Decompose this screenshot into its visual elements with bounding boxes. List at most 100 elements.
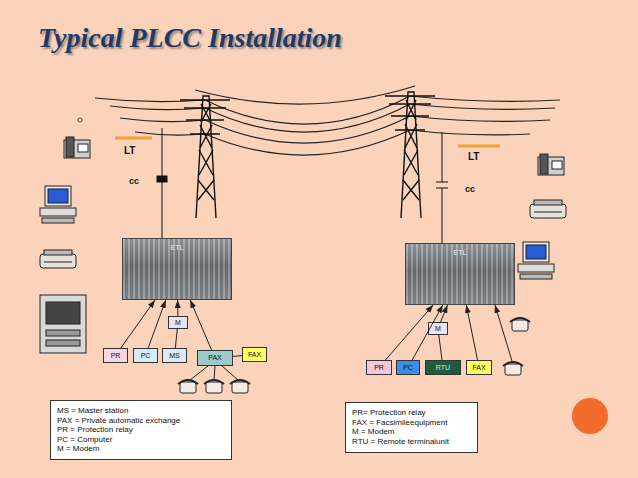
fax-icon-part	[540, 154, 548, 174]
device-box: PAX	[197, 350, 233, 366]
printer-icon-part	[40, 254, 76, 268]
telephone-wires-part	[214, 366, 215, 380]
coupling-capacitor-part	[442, 188, 443, 243]
device-box: PR	[103, 348, 128, 363]
printer-icon-part	[44, 250, 72, 255]
abbreviation-line: PC = Computer	[57, 435, 112, 445]
telephone-icon-part	[180, 382, 196, 393]
node-label: ETL	[454, 249, 467, 257]
computer-icon-part	[42, 218, 74, 223]
node-label: RTU	[436, 364, 450, 372]
modem-box: M	[428, 322, 448, 335]
server-icon-part	[46, 340, 80, 346]
server-icon-part	[46, 302, 80, 324]
etl-equipment: ETL	[122, 238, 232, 300]
transmission-conductors-part	[110, 104, 555, 132]
computer-icon-part	[523, 242, 549, 262]
node-label: PC	[403, 364, 413, 372]
device-box: PC	[396, 360, 420, 375]
telephone-icon-part	[230, 380, 250, 384]
printer-icon-part	[44, 262, 72, 263]
slide-title: Typical PLCC Installation	[38, 22, 342, 54]
abbreviation-line: PR= Protection relay	[352, 408, 426, 418]
transmission-tower	[385, 92, 435, 218]
node-label: M	[175, 319, 181, 327]
transmission-tower-part	[198, 104, 214, 200]
coupling-capacitor-part	[442, 132, 443, 182]
modem-box: M	[168, 316, 188, 329]
slide-decoration-part	[572, 398, 608, 434]
telephone-icon-part	[178, 380, 198, 384]
fax-icon-part	[552, 161, 562, 169]
fax-icon-part	[78, 144, 88, 152]
connector-line	[441, 305, 448, 322]
connector-line	[175, 329, 177, 348]
connector-line	[466, 305, 477, 360]
coupling-capacitor-part	[162, 128, 163, 238]
computer-icon-part	[526, 245, 546, 259]
transmission-tower-part	[196, 96, 216, 218]
transmission-tower-part	[401, 92, 421, 218]
coupling-capacitor-part	[157, 176, 167, 182]
node-label: FAX	[472, 364, 485, 372]
server-icon	[40, 295, 86, 353]
device-box: FAX	[466, 360, 492, 375]
equipment-label: cc	[465, 184, 475, 194]
abbreviation-line: MS = Master station	[57, 406, 128, 416]
telephone-icon-part	[505, 364, 521, 375]
telephone-wires	[190, 305, 512, 380]
abbreviation-line: PAX = Private automatic exchange	[57, 416, 180, 426]
transmission-tower	[180, 96, 230, 218]
connector-line	[177, 300, 178, 316]
device-box: PC	[133, 348, 158, 363]
transmission-conductors-part	[195, 86, 415, 104]
telephone-icon-part	[510, 318, 530, 322]
connector-line	[412, 305, 443, 360]
fax-icon-part	[66, 137, 74, 157]
equipment-label: LT	[124, 145, 135, 156]
abbreviation-box: MS = Master stationPAX = Private automat…	[50, 400, 232, 460]
telephone-icon-part	[204, 380, 224, 384]
abbreviation-line: M = Modem	[57, 444, 99, 454]
node-label: PAX	[208, 354, 222, 362]
printer-icon-part	[534, 212, 562, 213]
computer-icon-part	[518, 264, 554, 272]
telephone-wires-part	[495, 305, 512, 361]
etl-equipment: ETL	[405, 243, 515, 305]
node-label: PR	[111, 352, 121, 360]
equipment-label: LT	[468, 151, 479, 162]
device-box: PR	[366, 360, 392, 375]
connector-line	[121, 300, 155, 348]
node-label: MS	[169, 352, 180, 360]
server-icon-part	[46, 330, 80, 336]
server-icon-part	[40, 295, 86, 353]
telephone-wires-part	[190, 366, 208, 380]
telephone-wires-part	[222, 366, 238, 380]
transmission-tower-part	[403, 100, 419, 200]
slide-decoration	[78, 118, 608, 434]
abbreviation-line: M = Modem	[352, 427, 394, 437]
telephone-icon	[178, 318, 530, 393]
abbreviation-box: PR= Protection relayFAX = Facsimileequip…	[345, 402, 478, 453]
abbreviation-line: PR = Protection relay	[57, 425, 133, 435]
connector-line	[439, 335, 442, 360]
transmission-conductors	[95, 86, 560, 155]
connector-line	[386, 305, 434, 360]
telephone-icon-part	[206, 382, 222, 393]
slide-decoration-part	[78, 118, 82, 122]
coupling-capacitor-part	[436, 182, 448, 183]
telephone-icon-part	[512, 320, 528, 331]
computer-icon-part	[40, 208, 76, 216]
telephone-icon-part	[232, 382, 248, 393]
telephone-icon-part	[503, 362, 523, 366]
connector-line	[233, 355, 242, 357]
device-box: FAX	[242, 347, 267, 362]
node-label: ETL	[171, 244, 184, 252]
computer-icon-part	[48, 189, 68, 203]
node-label: PC	[141, 352, 151, 360]
computer-icon-part	[45, 186, 71, 206]
equipment-label: cc	[129, 176, 139, 186]
connector-line	[148, 300, 166, 348]
